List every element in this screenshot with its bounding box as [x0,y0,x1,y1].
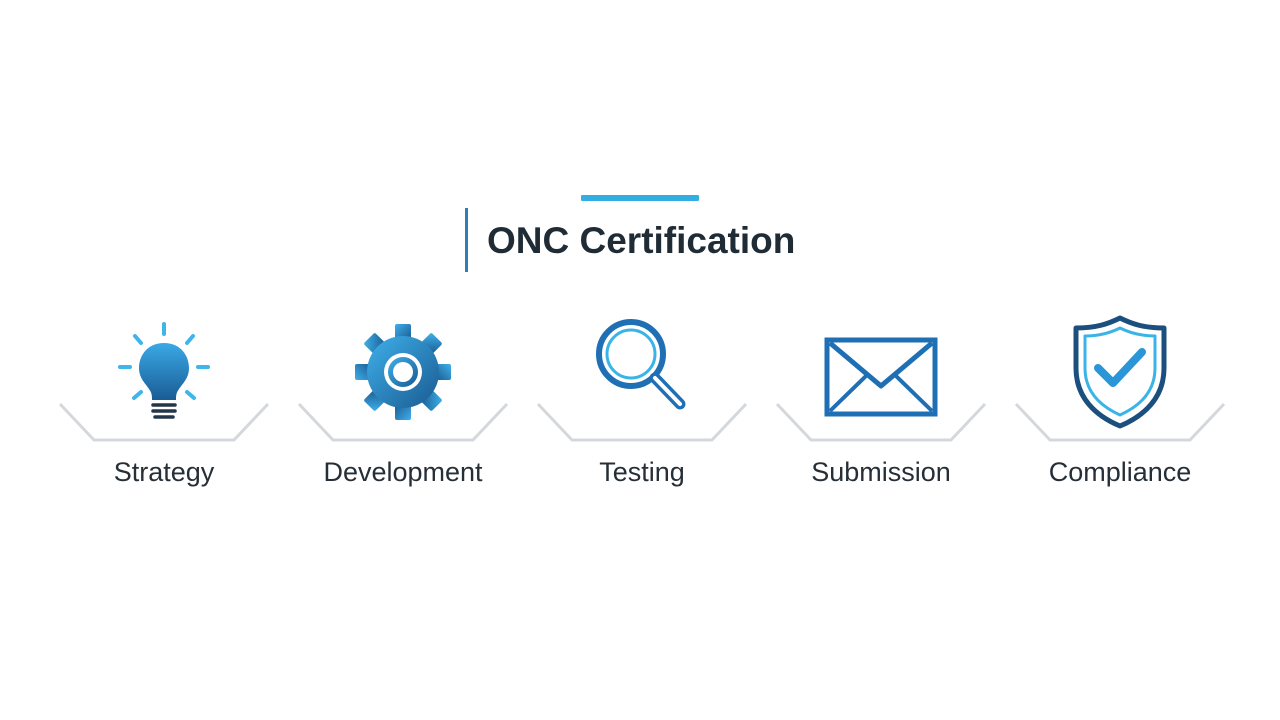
step-label: Testing [599,457,685,487]
step-base-tray [536,398,748,458]
magnifier-icon [582,312,702,432]
step-development: Development [285,312,521,502]
step-compliance: Compliance [1002,312,1238,502]
title-divider [465,208,468,272]
diagram-title: ONC Certification [487,220,796,261]
step-label: Compliance [1048,457,1192,487]
step-submission: Submission [763,312,999,502]
title-accent-line [581,195,699,201]
step-base-tray [297,398,509,458]
step-base-tray [775,398,987,458]
step-base-tray [58,398,270,458]
step-label: Development [323,457,483,487]
lightbulb-icon [104,312,224,432]
step-label: Submission [811,457,951,487]
step-label: Strategy [113,457,215,487]
envelope-icon [821,312,941,432]
gear-icon [343,312,463,432]
step-testing: Testing [524,312,760,502]
step-strategy: Strategy [46,312,282,502]
shield-check-icon [1060,312,1180,432]
step-base-tray [1014,398,1226,458]
